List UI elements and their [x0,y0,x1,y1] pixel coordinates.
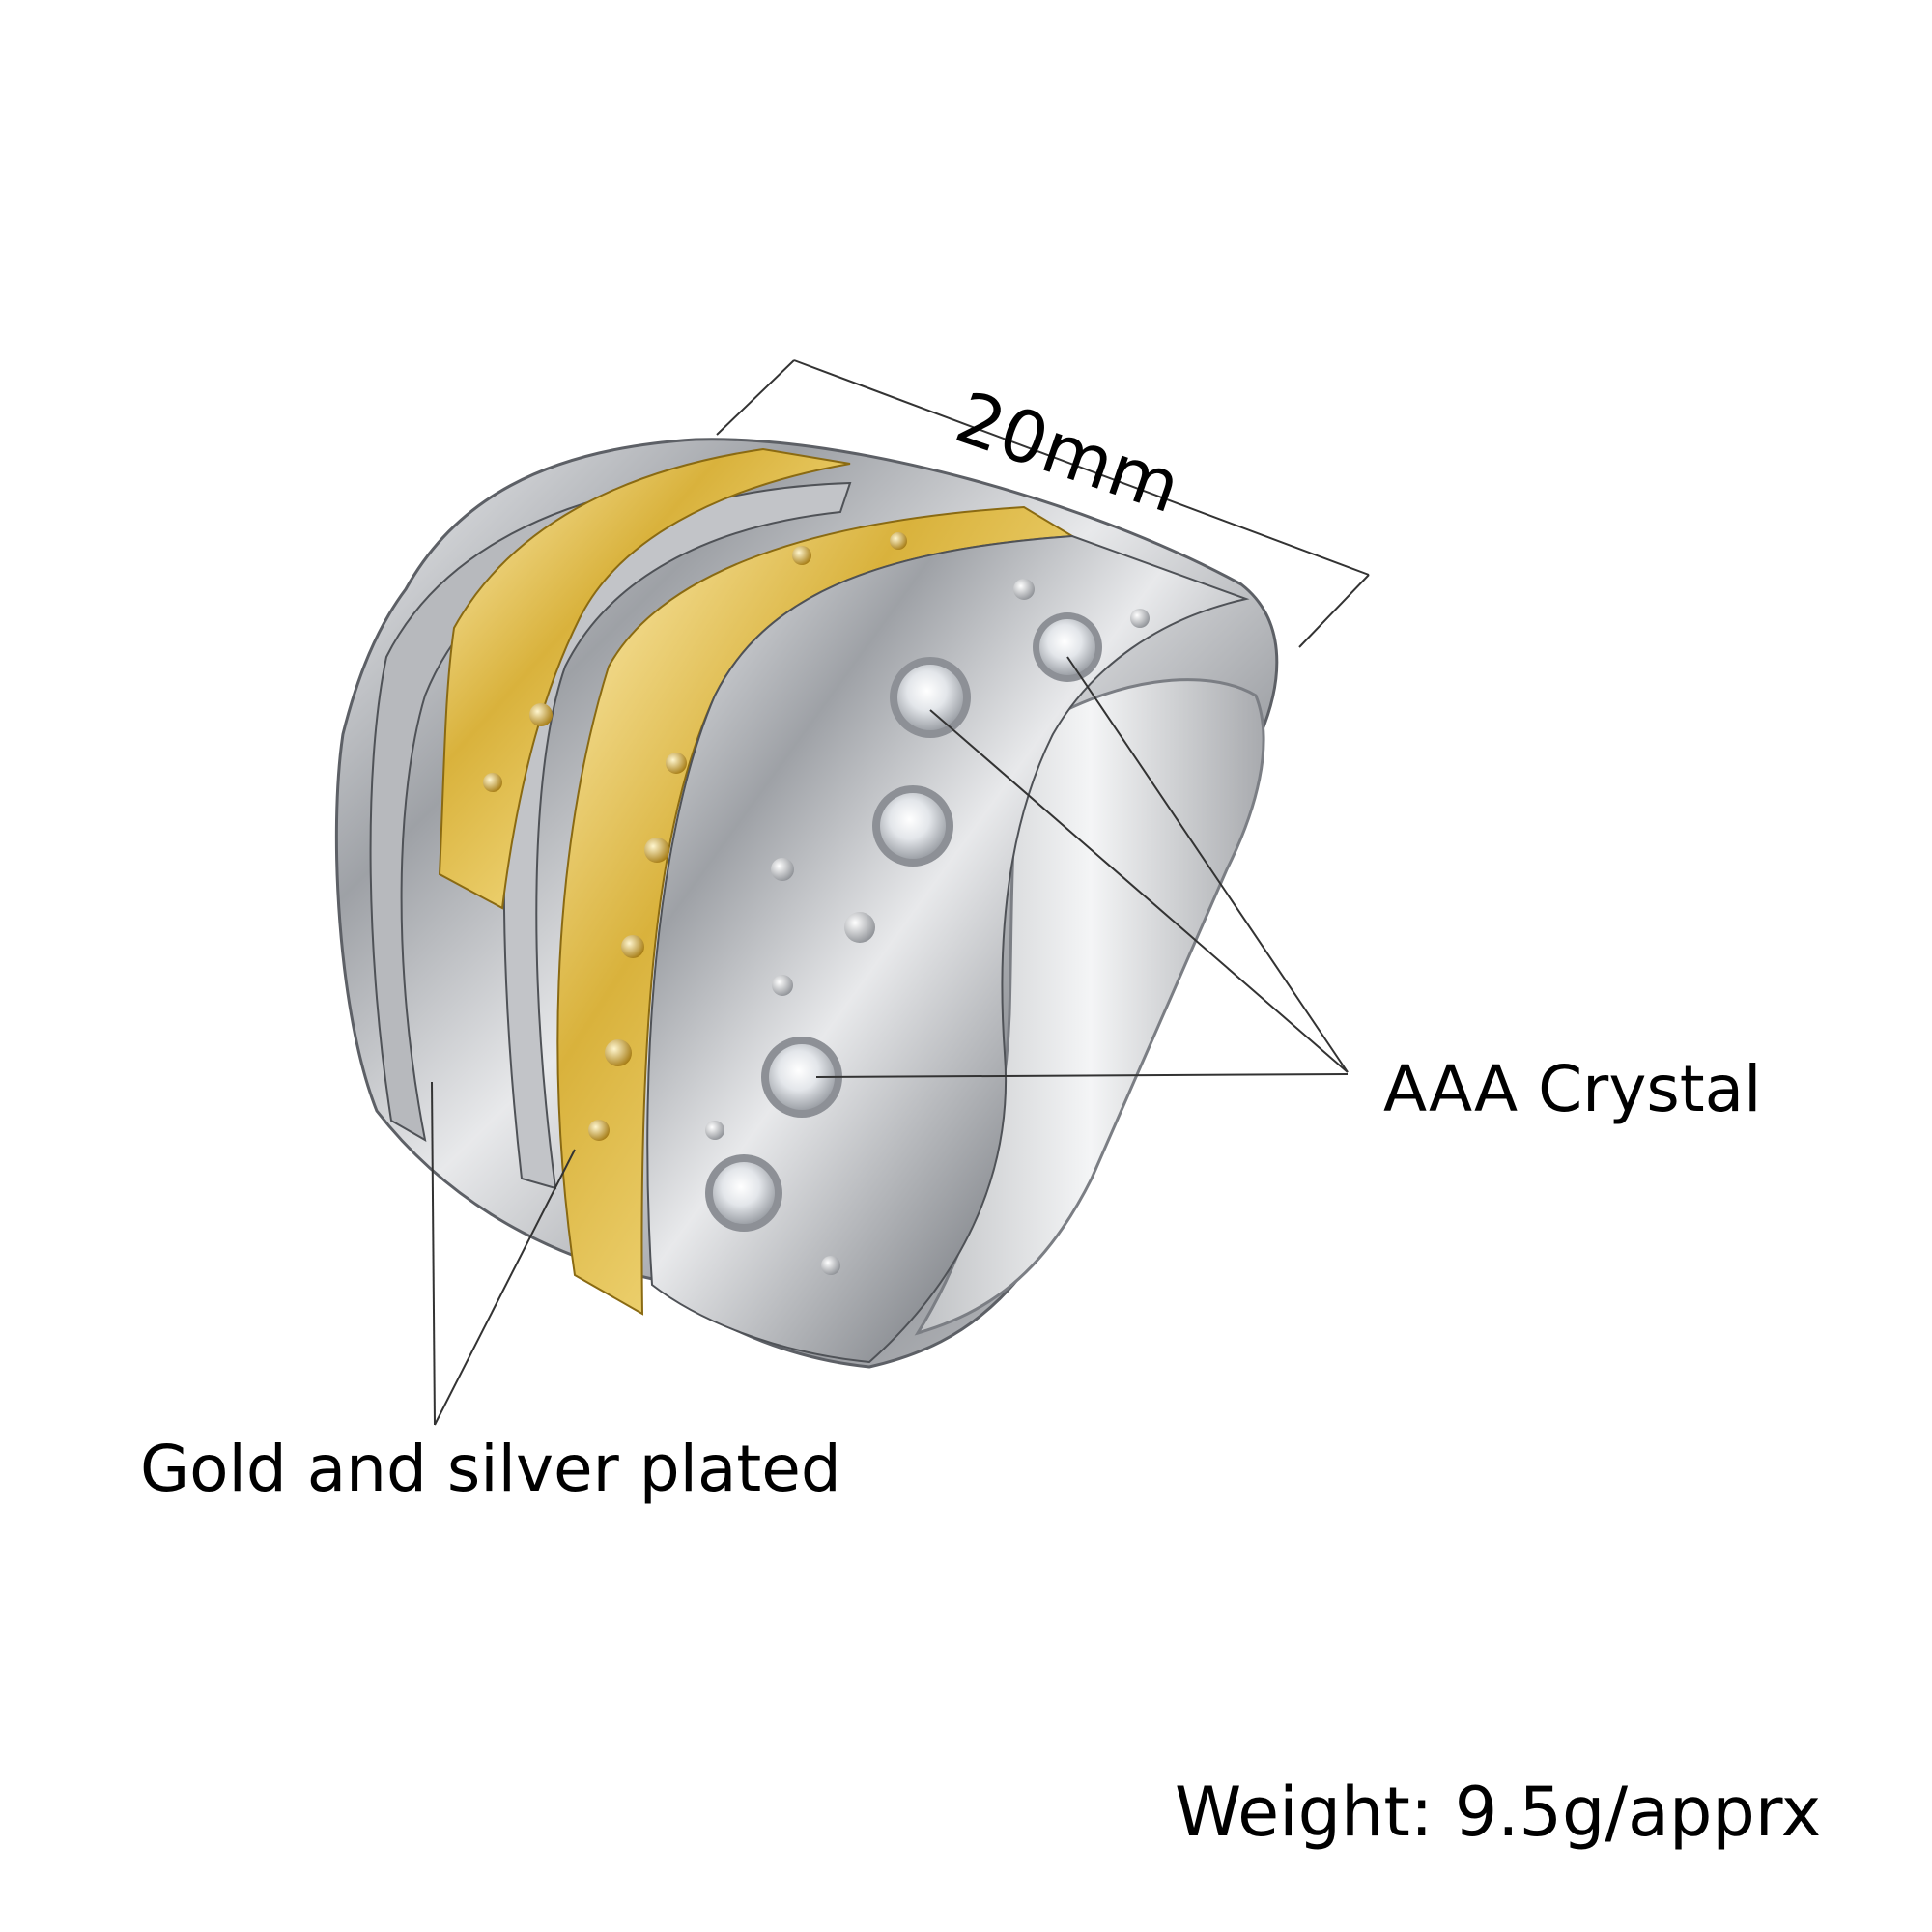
crystal-label: AAA Crystal [1383,1052,1762,1126]
gold-bead [621,935,644,958]
gold-bead [644,838,669,863]
weight-label: Weight: 9.5g/apprx [1175,1773,1822,1852]
gold-bead [483,773,502,792]
silver-bead [821,1256,840,1275]
ring-photo [334,438,1279,1369]
crystal [890,657,971,738]
crystal [872,785,953,867]
gold-bead [666,753,687,774]
gold-bead [529,703,553,726]
silver-bead [705,1121,724,1140]
silver-bead [1130,609,1150,628]
gold-bead [890,532,907,550]
plating-label: Gold and silver plated [140,1432,841,1506]
crystal [705,1154,782,1232]
silver-bead [771,858,794,881]
silver-front-band [646,534,1250,1364]
gold-bead [605,1039,632,1066]
ring-ridge [502,481,852,1190]
crystal [1033,612,1102,682]
ring-ridge [369,481,678,1142]
dimension-bracket [716,359,1370,648]
gold-bead [588,1120,610,1141]
crystal-callout-lines [815,656,1349,1078]
crystal [761,1037,842,1118]
silver-bead [772,975,793,996]
gold-bead [792,546,811,565]
plating-callout-lines [431,1081,576,1426]
gold-band [438,447,851,910]
silver-bead [1013,579,1035,600]
ring-inner-band [914,678,1265,1336]
silver-bead [844,912,875,943]
